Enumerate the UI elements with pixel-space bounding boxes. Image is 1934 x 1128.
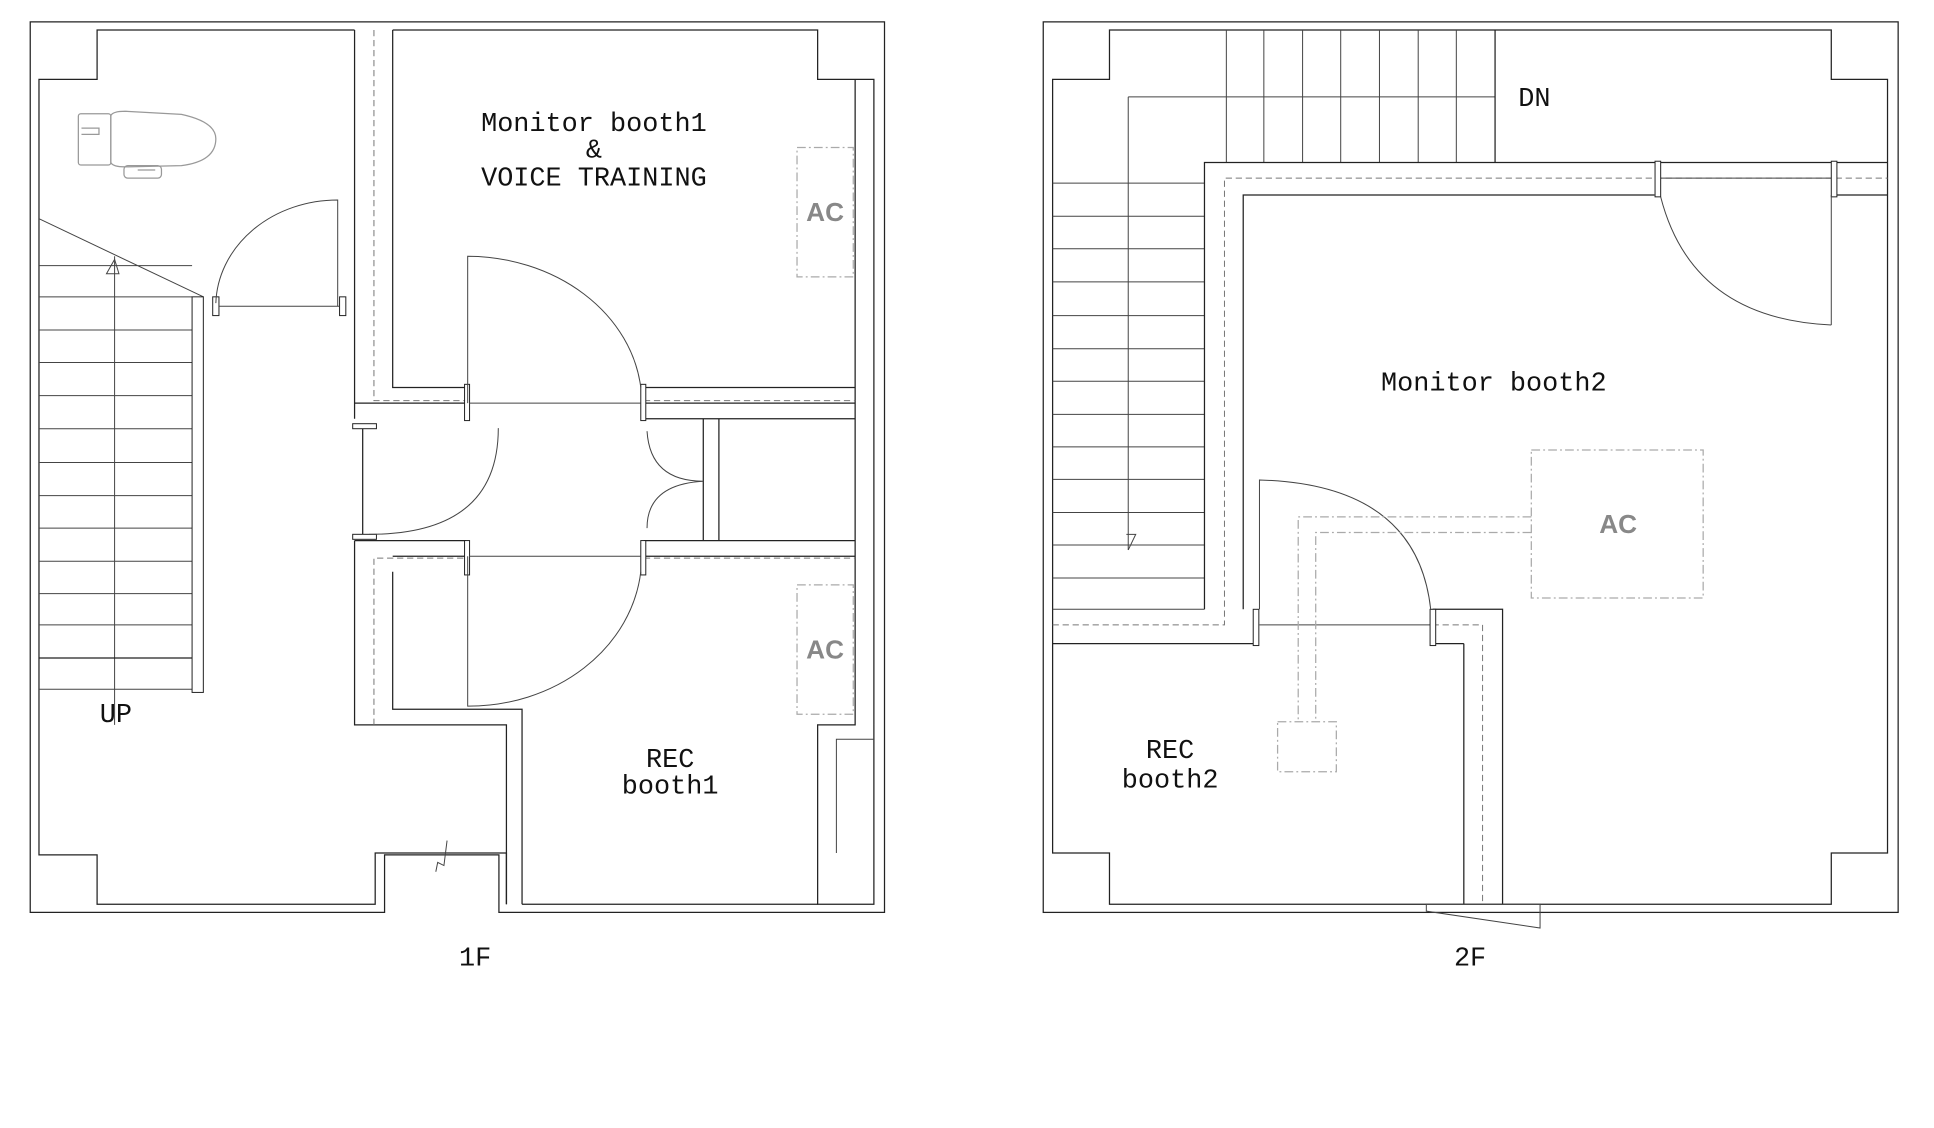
outer-wall	[1042, 21, 1899, 914]
floor-title-2f: 2F	[1454, 945, 1486, 975]
closet-right	[835, 738, 874, 854]
door-frame	[339, 296, 347, 317]
room-label-rec: REC	[1146, 737, 1194, 767]
inner-wall	[38, 29, 508, 905]
ac-label: AC	[1599, 509, 1637, 539]
door-frame	[640, 540, 647, 576]
door-frame	[464, 540, 471, 576]
staircase-down	[1052, 29, 1496, 610]
door-frame	[1252, 608, 1260, 647]
insulation-line	[373, 29, 856, 725]
stairs-label-dn: DN	[1518, 85, 1550, 115]
door-swing-monitor-booth2[interactable]	[1660, 194, 1832, 326]
ac-label: AC	[806, 197, 844, 227]
room-label-ampersand: &	[586, 136, 602, 166]
door-swing-rec-booth2[interactable]	[1258, 479, 1432, 610]
inner-wall-top	[392, 29, 875, 905]
door-frame	[1830, 160, 1838, 198]
ac-unit-2f	[1530, 449, 1704, 599]
floor-title-1f: 1F	[459, 945, 491, 975]
door-swing-rec-booth1[interactable]	[467, 555, 642, 707]
door-frame	[352, 423, 377, 430]
stair-arrow-icon	[1126, 533, 1137, 551]
door-swing-corridor[interactable]	[368, 428, 499, 535]
partition-wall	[1052, 161, 1888, 905]
floor-2f-plan: AC DN Monitor booth2 REC booth2 2F	[1042, 21, 1899, 975]
door-frame	[640, 383, 647, 422]
room-label-monitor-booth1: Monitor booth1	[481, 110, 707, 140]
ac-duct	[1297, 516, 1532, 722]
door-frame	[1654, 160, 1662, 198]
door-swing-stair[interactable]	[215, 199, 340, 307]
door-frame	[352, 533, 377, 540]
ac-unit-1f-bottom	[796, 584, 854, 715]
staircase-up	[38, 218, 204, 725]
partition-wall	[353, 29, 856, 905]
window-symbol	[1425, 903, 1541, 929]
room-label-rec: REC	[646, 746, 694, 776]
stairs-label-up: UP	[100, 701, 132, 731]
outer-wall	[29, 21, 886, 914]
inner-wall	[1051, 29, 1889, 905]
toilet-icon	[77, 110, 217, 179]
door-frame	[464, 383, 471, 422]
door-frame	[1429, 608, 1437, 647]
ac-label: AC	[806, 635, 844, 665]
closet-double-door[interactable]	[646, 431, 704, 529]
room-label-monitor-booth2: Monitor booth2	[1381, 370, 1607, 400]
stair-arrow-icon	[105, 258, 120, 275]
ac-unit-1f-top	[796, 146, 854, 278]
entrance-break-symbol	[435, 840, 448, 872]
room-label-booth2: booth2	[1122, 766, 1219, 796]
room-label-booth1: booth1	[622, 773, 719, 803]
ac-outlet	[1276, 721, 1337, 773]
door-swing-monitor-booth1[interactable]	[467, 255, 642, 404]
floor-1f-plan: AC AC Monitor booth1 & VOICE TRAINING RE…	[29, 21, 886, 975]
door-threshold	[1259, 177, 1834, 626]
room-label-voice-training: VOICE TRAINING	[481, 165, 707, 195]
